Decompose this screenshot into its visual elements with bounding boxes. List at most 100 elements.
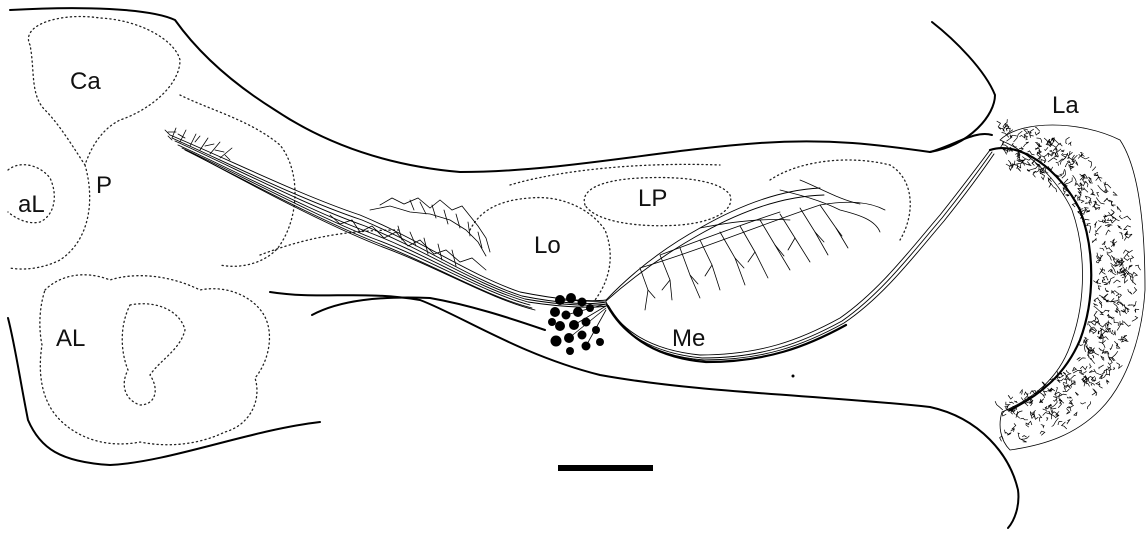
calyx-outline: [28, 17, 180, 165]
lamina-squiggle: [1026, 402, 1033, 406]
lamina-squiggle: [1052, 418, 1059, 427]
lamina-squiggle: [1118, 225, 1122, 229]
lamina-squiggle: [1110, 219, 1119, 223]
lamina-squiggle: [1008, 395, 1013, 399]
lamina-squiggle: [1063, 389, 1069, 392]
lamina-squiggle: [1092, 167, 1096, 171]
lamina-squiggle: [1133, 287, 1137, 293]
lamina-squiggle: [1114, 290, 1119, 296]
lamina-squiggle: [1066, 194, 1070, 196]
lamina-squiggle: [1102, 270, 1106, 274]
lamina-squiggle: [1110, 344, 1113, 349]
lamina-squiggle: [1108, 218, 1113, 220]
lamina-squiggle: [1102, 370, 1105, 374]
lamina-squiggle: [1049, 389, 1052, 393]
label-calyx: Ca: [70, 70, 101, 94]
lamina-squiggle: [1081, 371, 1087, 375]
brain-outline-bottom: [270, 292, 1018, 528]
lamina-squiggle: [1124, 255, 1130, 261]
lamina-squiggle: [1115, 311, 1118, 313]
lamina-squiggle: [1025, 136, 1028, 140]
lamina-squiggle: [1135, 309, 1139, 312]
lamina-squiggle: [1056, 163, 1059, 166]
lamina-squiggle: [1121, 311, 1127, 314]
lamina-squiggle: [1108, 210, 1114, 216]
lamina-squiggle: [1079, 358, 1086, 361]
calyx-arborization: [165, 128, 232, 160]
lamina-squiggle: [1091, 359, 1095, 364]
lamina-squiggle: [1103, 280, 1107, 285]
lamina-squiggle: [1101, 356, 1104, 360]
label-antennal-lobe: AL: [56, 327, 85, 351]
lamina-squiggle: [1114, 331, 1116, 336]
lamina-squiggle: [1020, 135, 1025, 138]
lamina-squiggle: [1000, 436, 1004, 441]
lamina-squiggle: [1044, 153, 1048, 157]
lamina-squiggle: [1117, 206, 1121, 212]
lamina-squiggle: [1043, 391, 1048, 395]
lamina-squiggle: [1132, 272, 1137, 276]
lamina-squiggle: [1135, 265, 1140, 270]
lamina-squiggle: [1079, 207, 1083, 209]
lamina-squiggle: [1084, 210, 1086, 215]
lamina-squiggle: [1096, 226, 1102, 233]
lamina-squiggle: [1051, 399, 1057, 408]
lamina-squiggle: [1113, 280, 1120, 283]
lamina-squiggle: [1015, 401, 1017, 402]
lamina-squiggle: [1074, 195, 1077, 198]
lamina-squiggle: [1058, 422, 1062, 425]
lamina-squiggle: [1067, 397, 1071, 398]
lamina-squiggle: [1006, 128, 1010, 131]
lamina-squiggle: [1090, 350, 1099, 356]
lamina-squiggle: [1048, 153, 1053, 157]
medulla-branches: [640, 180, 880, 310]
lamina-squiggle: [1027, 162, 1031, 166]
lamina-squiggle: [1092, 389, 1096, 396]
lamina-squiggle: [1077, 200, 1084, 203]
lamina-squiggle: [1106, 380, 1109, 384]
lamina-squiggle: [1078, 196, 1081, 201]
medulla-neuron: [606, 150, 994, 362]
lamina-squiggle: [1057, 394, 1067, 396]
lamina-squiggle: [1105, 246, 1110, 249]
lamina-squiggle: [1106, 230, 1111, 235]
lamina-squiggle: [1106, 198, 1112, 204]
lamina-squiggle: [1103, 329, 1107, 333]
lamina-squiggle: [1097, 253, 1103, 259]
antennal-lobe-outline: [40, 275, 270, 445]
lamina-squiggle: [1098, 298, 1102, 304]
lamina-squiggle: [1120, 311, 1121, 315]
lamina-squiggle: [1045, 406, 1047, 408]
lamina-squiggle: [1119, 216, 1122, 219]
label-alpha-lobe: aL: [18, 193, 45, 217]
lamina-squiggle: [1069, 164, 1072, 166]
lamina-squiggle: [1133, 301, 1136, 307]
lamina-squiggle: [1017, 165, 1020, 172]
lamina-squiggle: [1037, 138, 1042, 143]
lamina-squiggle: [1089, 364, 1091, 369]
lamina-squiggle: [1086, 196, 1092, 199]
lamina-squiggle: [1122, 339, 1128, 342]
lamina-squiggle: [1114, 303, 1119, 310]
peduncle-outline: [180, 95, 295, 266]
lamina-squiggle: [1016, 163, 1024, 165]
lamina-squiggle: [1066, 137, 1070, 144]
lamina-squiggle: [1039, 414, 1042, 421]
lamina-squiggle: [1105, 224, 1112, 226]
lamina-squiggle: [1089, 226, 1090, 234]
lamina-squiggle: [1069, 152, 1072, 155]
lamina-squiggle: [1041, 173, 1045, 179]
lamina-squiggle: [1035, 127, 1040, 131]
lamina-squiggle: [1062, 422, 1067, 429]
brain-outline-right: [930, 134, 992, 152]
lamina-squiggle: [1023, 142, 1028, 147]
lamina-squiggle: [1060, 169, 1065, 174]
lamina-squiggle: [1124, 226, 1131, 230]
lamina-squiggle: [1048, 158, 1057, 162]
lamina-squiggle: [1072, 203, 1076, 207]
lamina-squiggle: [1104, 310, 1109, 312]
lamina-squiggle: [1099, 383, 1103, 388]
lamina-squiggle: [1089, 370, 1095, 372]
lamina-squiggle: [1113, 367, 1115, 369]
lamina-squiggle: [1009, 402, 1014, 404]
